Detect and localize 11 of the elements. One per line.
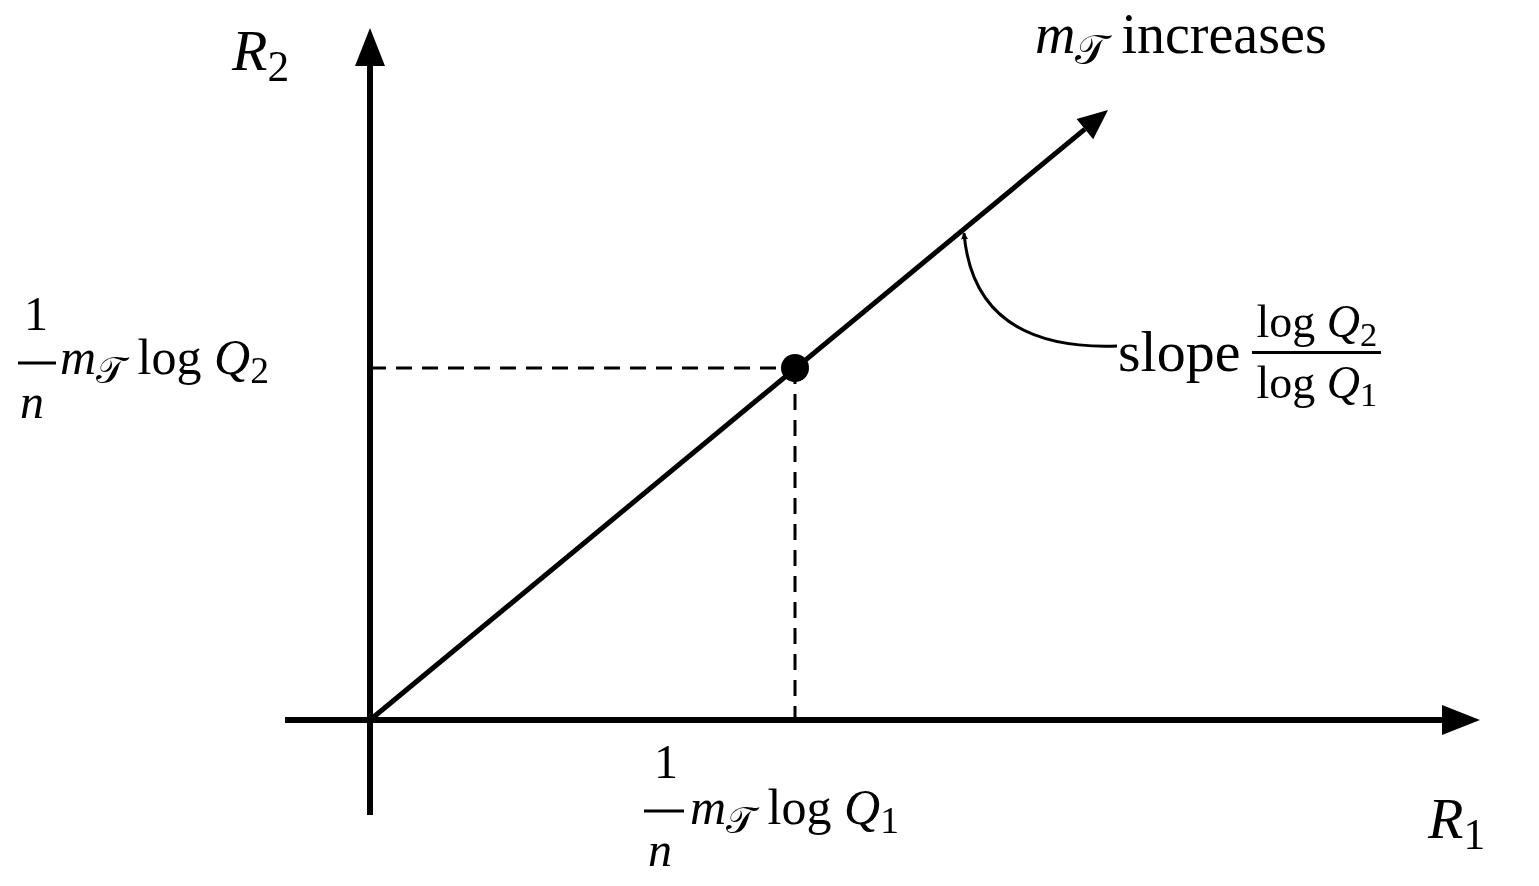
axis-label: R$_{1}$ (1428, 790, 1486, 848)
fraction-numerator: 1 (24, 290, 48, 338)
fraction-numerator: 1 (654, 738, 678, 786)
fraction-denominator: n (648, 826, 672, 874)
fraction-denominator: log Q$_{1}$ (1255, 355, 1379, 411)
leader-arrow (961, 232, 1117, 348)
fraction-denominator: n (20, 378, 44, 426)
ray-label: m$_{𝒯}$ increases (1035, 6, 1327, 62)
axis-label: R$_{2}$ (232, 22, 290, 80)
slope-label: slope (1118, 323, 1241, 381)
fraction-numerator: log Q$_{2}$ (1255, 295, 1379, 351)
